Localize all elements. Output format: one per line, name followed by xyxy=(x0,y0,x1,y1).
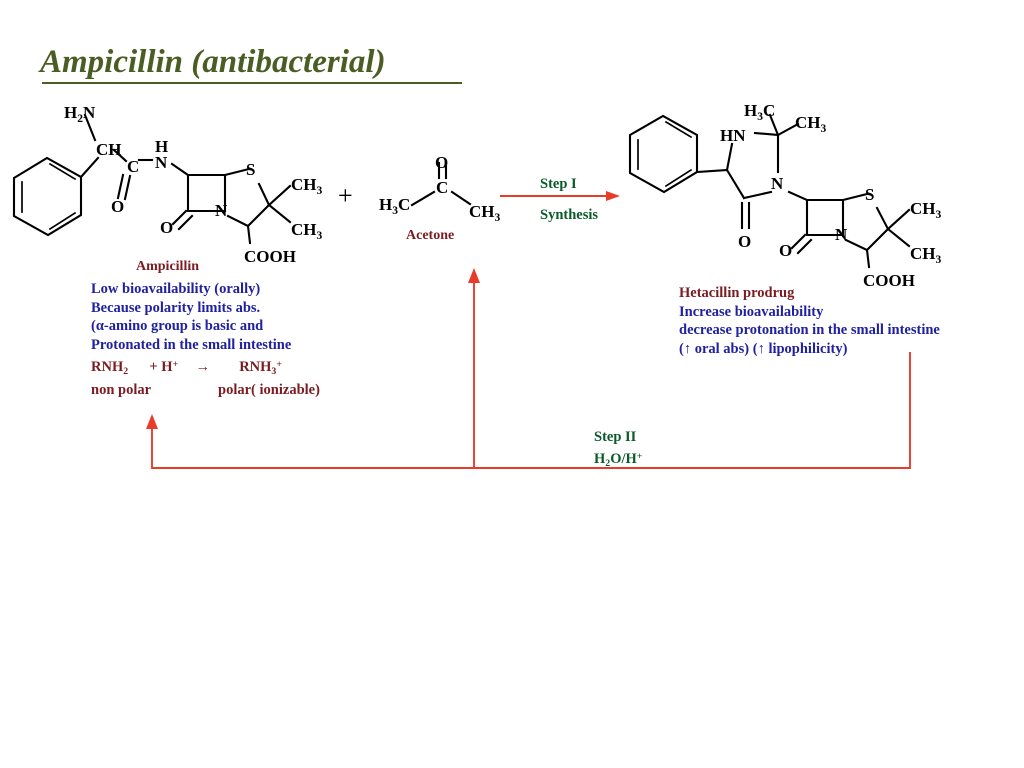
atom-het-gem-methyl-right: CH3 xyxy=(795,113,827,135)
ampicillin-notes: Low bioavailability (orally) Because pol… xyxy=(91,280,320,400)
up-arrow-icon-1: ↑ xyxy=(683,340,692,357)
equation-arrow: → xyxy=(195,359,210,376)
ampicillin-caption: Ampicillin xyxy=(136,259,200,274)
polarity-line: non polar polar( ionizable) xyxy=(91,381,320,400)
atom-het-ring-n-top: N xyxy=(771,174,784,193)
acetone-structure: H3C C O CH3 xyxy=(379,153,501,224)
lipophilicity-open: ( xyxy=(749,340,758,357)
atom-carbonyl-c: C xyxy=(127,157,139,176)
atom-het-hn: HN xyxy=(720,126,746,145)
atom-acetone-methyl-right: CH3 xyxy=(469,202,501,224)
atom-methyl-top: CH3 xyxy=(291,175,323,197)
atom-ring-n: N xyxy=(215,201,228,220)
atom-het-sulfur: S xyxy=(865,185,874,204)
oral-abs-open: ( xyxy=(679,340,684,357)
hetacillin-notes-title: Hetacillin prodrug xyxy=(679,285,795,301)
lipophilicity-text: lipophilicity) xyxy=(764,340,848,357)
step2-arrow-head xyxy=(146,414,158,429)
step1-arrow-head xyxy=(606,191,620,201)
step2-label: Step II H2O/H+ xyxy=(594,427,642,474)
atom-het-ring-n: N xyxy=(835,225,848,244)
step1-label: Step I xyxy=(540,174,577,194)
hetacillin-note-line-1: Increase bioavailability xyxy=(679,303,824,320)
hetacillin-notes: Hetacillin prodrug Increase bioavailabil… xyxy=(679,284,940,358)
step2-detail: H2O/H+ xyxy=(594,451,643,469)
equation-right: RNH3+ xyxy=(239,359,282,377)
atom-acetone-carbonyl-c: C xyxy=(436,178,448,197)
atom-het-ring-o: O xyxy=(738,232,751,251)
hetacillin-arrow-line: (↑ oral abs) (↑ lipophilicity) xyxy=(679,340,940,359)
atom-h2n: H2N xyxy=(64,103,96,125)
note-line-2: Because polarity limits abs. xyxy=(91,299,261,316)
acetone-caption: Acetone xyxy=(406,228,455,243)
atom-cooh: COOH xyxy=(244,247,296,266)
equation-middle: + H+ xyxy=(149,359,179,376)
ampicillin-structure: H2N CH C O H N O S N CH3 CH3 COOH xyxy=(12,103,323,266)
note-line-1: Low bioavailability (orally) xyxy=(91,281,261,297)
oral-abs-text: oral abs) xyxy=(691,340,750,357)
polarity-right: polar( ionizable) xyxy=(218,382,320,399)
atom-methyl-bottom: CH3 xyxy=(291,220,323,242)
step2-name: Step II xyxy=(594,429,637,445)
title-underline xyxy=(42,82,462,84)
atom-amide-h: H xyxy=(155,137,168,156)
up-arrow-icon-2: ↑ xyxy=(757,340,765,357)
plus-sign: + xyxy=(338,181,353,210)
step1-detail-label: Synthesis xyxy=(540,205,598,225)
step1-detail: Synthesis xyxy=(540,207,599,223)
atom-lactam-o: O xyxy=(160,218,173,237)
hetacillin-structure: HN H3C CH3 N O O S N CH3 CH3 COOH xyxy=(628,101,942,290)
atom-het-methyl-top: CH3 xyxy=(910,199,942,221)
protonation-equation: RNH2 + H+ → RNH3+ xyxy=(91,356,320,381)
hetacillin-note-line-2: decrease protonation in the small intest… xyxy=(679,322,940,338)
step1-name: Step I xyxy=(540,176,577,192)
atom-ch: CH xyxy=(96,140,122,159)
atom-het-lactam-o: O xyxy=(779,241,792,260)
atom-het-gem-methyl-top: H3C xyxy=(744,101,775,123)
atom-amide-n: N xyxy=(155,153,168,172)
note-line-3: (α-amino group is basic and xyxy=(91,318,264,334)
polarity-left: non polar xyxy=(91,382,151,399)
acetone-recycle-head xyxy=(468,268,480,283)
atom-amide-o: O xyxy=(111,197,124,216)
atom-sulfur: S xyxy=(246,160,255,179)
atom-het-methyl-bottom: CH3 xyxy=(910,244,942,266)
page-title: Ampicillin (antibacterial) xyxy=(40,44,386,80)
atom-acetone-o: O xyxy=(435,153,448,172)
atom-acetone-methyl-left: H3C xyxy=(379,195,410,217)
note-line-4: Protonated in the small intestine xyxy=(91,336,292,353)
equation-left: RNH2 xyxy=(91,359,129,377)
